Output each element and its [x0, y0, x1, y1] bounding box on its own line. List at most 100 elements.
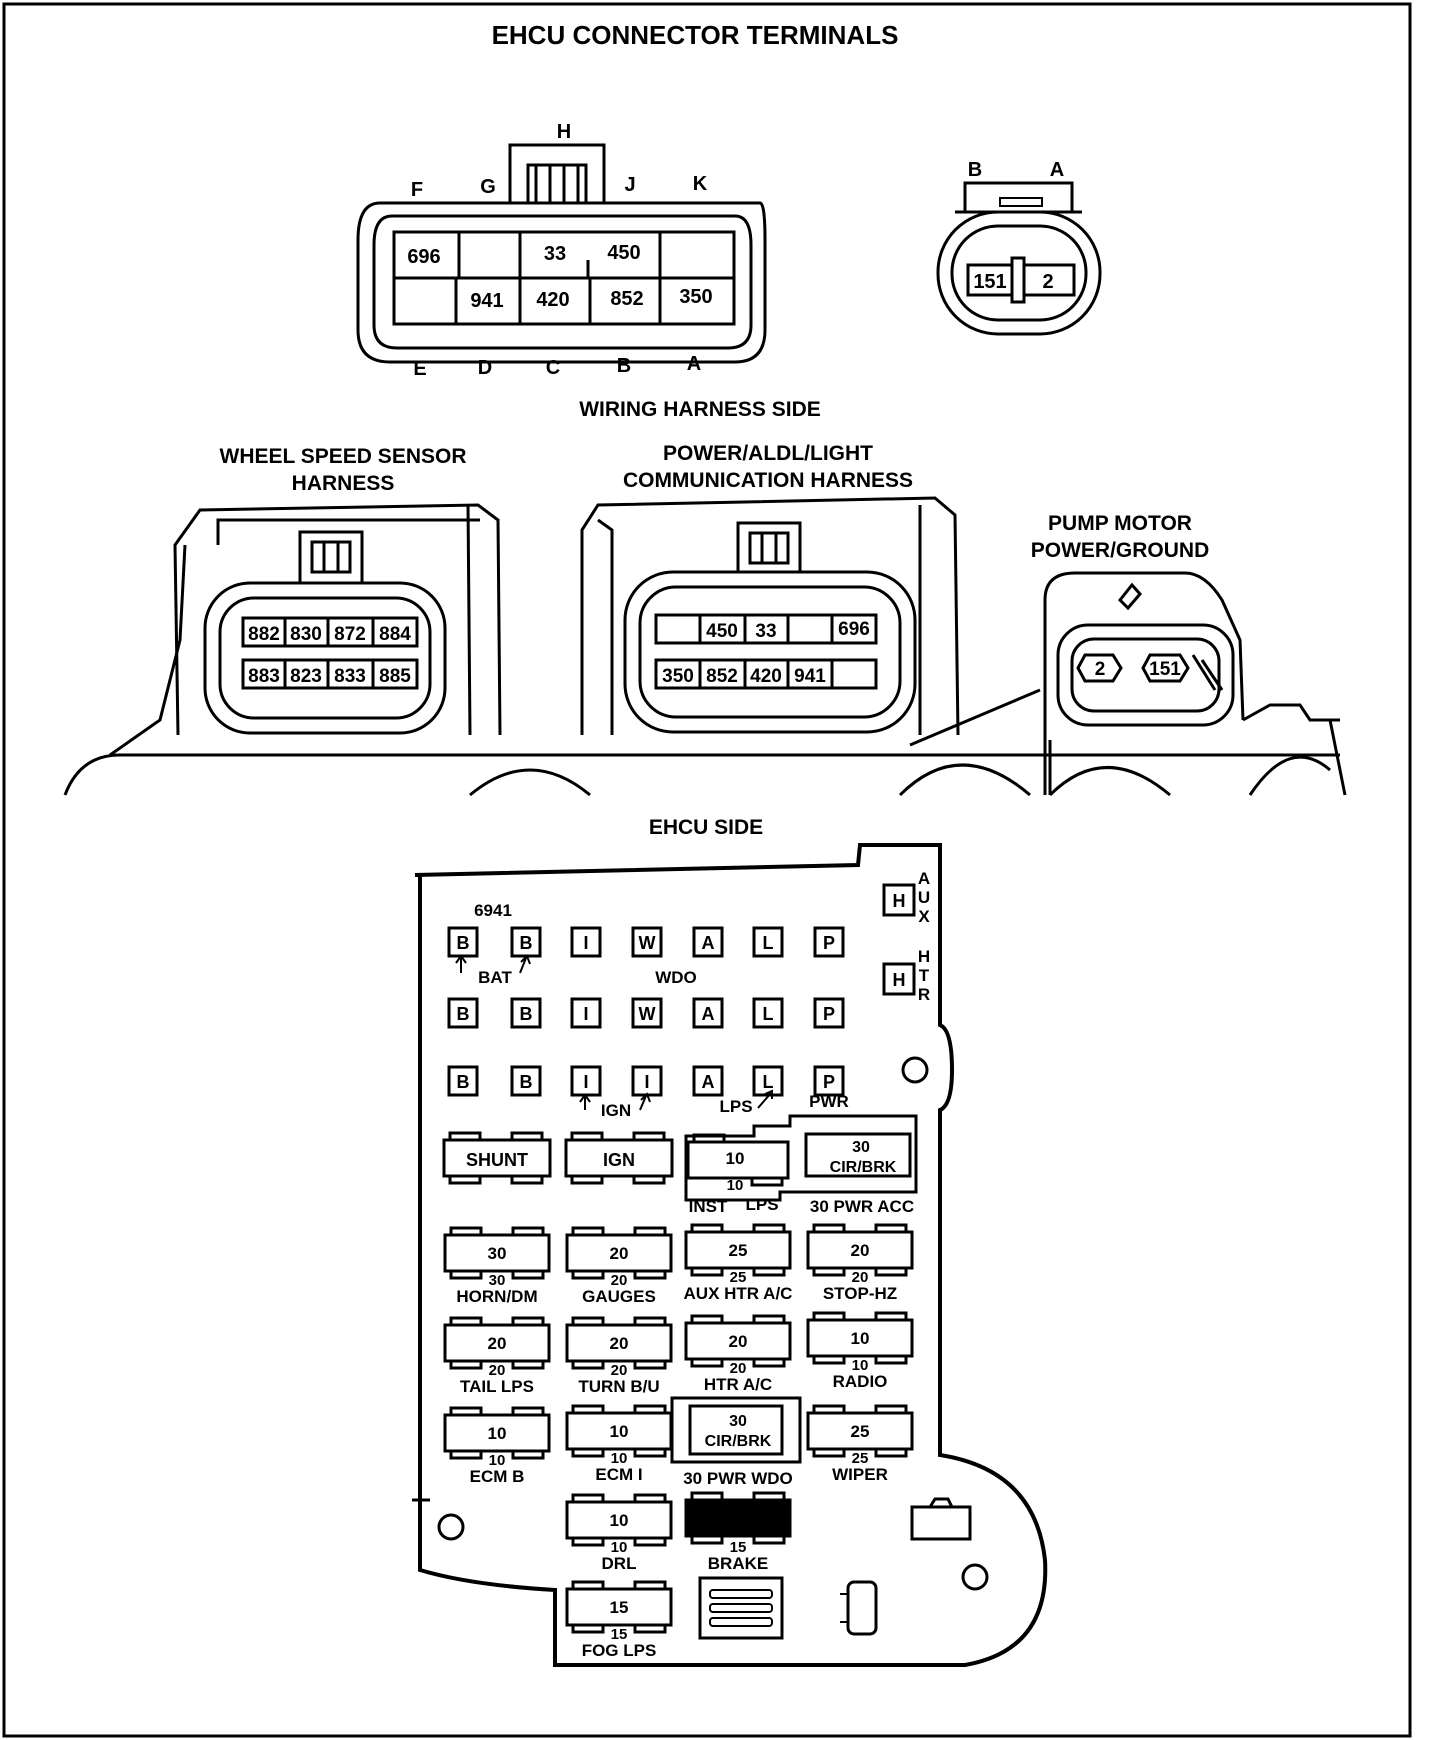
terminal-letter: W [639, 1004, 656, 1024]
htr-letter-t: T [919, 966, 930, 985]
pin-letter-a: A [687, 353, 701, 375]
pin-letter-d: D [478, 357, 492, 379]
terminal-row1-3: W [631, 926, 663, 958]
terminal-883: 883 [248, 666, 280, 687]
circuit-breaker-acc: 30 CIR/BRK 30 PWR ACC [804, 1132, 914, 1216]
ign-label: IGN [601, 1101, 631, 1120]
terminal-letter: A [702, 1072, 715, 1092]
terminal-882: 882 [248, 624, 280, 645]
wiring-harness-side-label: WIRING HARNESS SIDE [579, 398, 821, 421]
terminal-row2-6: P [813, 997, 845, 1029]
fuse-label: HORN/DM [456, 1287, 537, 1306]
fuse-label: HTR A/C [704, 1375, 772, 1394]
aux-terminal-letter: H [893, 891, 906, 911]
terminal-row3-4: A [692, 1065, 724, 1097]
fuse-label: ECM B [470, 1467, 525, 1486]
ten-pin-connector: H F G J K E D C B A 696 33 450 941 420 8… [356, 121, 767, 380]
fuse-amp-small: 25 [852, 1450, 869, 1467]
terminal-row2-0: B [447, 997, 479, 1029]
terminal-j: 450 [607, 242, 640, 264]
terminal-row2-2: I [570, 997, 602, 1029]
inst-label: INST [689, 1197, 728, 1216]
terminal-row3-2: I [570, 1065, 602, 1097]
cb-acc-label: 30 PWR ACC [810, 1197, 914, 1216]
terminal-letter: B [520, 1004, 533, 1024]
terminal-row1-2: I [570, 926, 602, 958]
cb-acc-amp: 30 [852, 1139, 870, 1156]
fuse-label: ECM I [595, 1465, 642, 1484]
pin-letter-g: G [480, 176, 496, 198]
fuse-amp-small: 10 [611, 1539, 628, 1556]
terminal-row3-1: B [510, 1065, 542, 1097]
htr-letter-h: H [918, 947, 930, 966]
terminal-872: 872 [334, 624, 366, 645]
brake-amp: 15 [730, 1539, 747, 1556]
terminal-350h: 350 [662, 666, 694, 687]
fuse-amp: 20 [610, 1244, 629, 1263]
terminal-letter: L [763, 933, 774, 953]
ign-fuse: IGN [564, 1131, 674, 1185]
cb-acc-text: CIR/BRK [830, 1159, 897, 1176]
fuse-amp-small: 20 [489, 1362, 506, 1379]
terminal-a: 350 [679, 286, 712, 308]
terminal-row3-0: B [447, 1065, 479, 1097]
terminal-33h: 33 [755, 621, 776, 642]
brake-label: BRAKE [708, 1554, 768, 1573]
brake-fuse: 15 BRAKE [684, 1491, 792, 1573]
page-title: EHCU CONNECTOR TERMINALS [492, 20, 899, 50]
inst-lps-amp: 10 [726, 1149, 745, 1168]
lps-fuse-label: LPS [745, 1195, 778, 1214]
inst-lps-fuse: 10 10 INST LPS [684, 1114, 918, 1216]
terminal-885: 885 [379, 666, 411, 687]
terminal-letter: B [520, 1072, 533, 1092]
pin-letter-f: F [411, 179, 423, 201]
aux-terminal [882, 883, 916, 917]
htr-terminal-letter: H [893, 970, 906, 990]
block-code: 6941 [474, 901, 512, 920]
terminal-pump-2: 2 [1095, 659, 1106, 680]
fuse-label: WIPER [832, 1465, 888, 1484]
aux-letter-a: A [918, 869, 930, 888]
fuse-label: STOP-HZ [823, 1284, 897, 1303]
power-aldl-title-2: COMMUNICATION HARNESS [623, 469, 913, 492]
fuse-label: RADIO [833, 1372, 888, 1391]
fuse-amp: 20 [610, 1334, 629, 1353]
terminal-f: 696 [407, 246, 440, 268]
fuse-amp: 10 [851, 1329, 870, 1348]
terminal-d: 941 [470, 290, 503, 312]
pin-letter-k: K [693, 173, 708, 195]
wheel-speed-title-1: WHEEL SPEED SENSOR [220, 445, 467, 468]
housing-body [63, 544, 1347, 797]
inst-lps-amp-small: 10 [727, 1177, 744, 1194]
pwr-label: PWR [809, 1092, 849, 1111]
terminal-letter: P [823, 1004, 835, 1024]
fuse-amp-small: 30 [489, 1272, 506, 1289]
terminal-151: 151 [973, 271, 1006, 293]
fuse-amp: 20 [488, 1334, 507, 1353]
fuse-label: GAUGES [582, 1287, 656, 1306]
terminal-696h: 696 [838, 619, 870, 640]
terminal-h: 33 [544, 243, 566, 265]
pin-letter-e: E [413, 358, 426, 380]
shunt: SHUNT [442, 1131, 552, 1185]
page-frame [2, 2, 1412, 1738]
terminal-letter: I [583, 1004, 588, 1024]
htr-terminal [882, 962, 916, 996]
cb-wdo-text: CIR/BRK [705, 1433, 772, 1450]
terminal-letter: B [457, 1004, 470, 1024]
terminal-letter: A [702, 933, 715, 953]
pin-letter-c: C [546, 357, 560, 379]
terminal-450h: 450 [706, 621, 738, 642]
aux-letter-u: U [918, 888, 930, 907]
terminal-852h: 852 [706, 666, 738, 687]
terminal-letter: I [583, 933, 588, 953]
fuse-amp-small: 20 [852, 1269, 869, 1286]
